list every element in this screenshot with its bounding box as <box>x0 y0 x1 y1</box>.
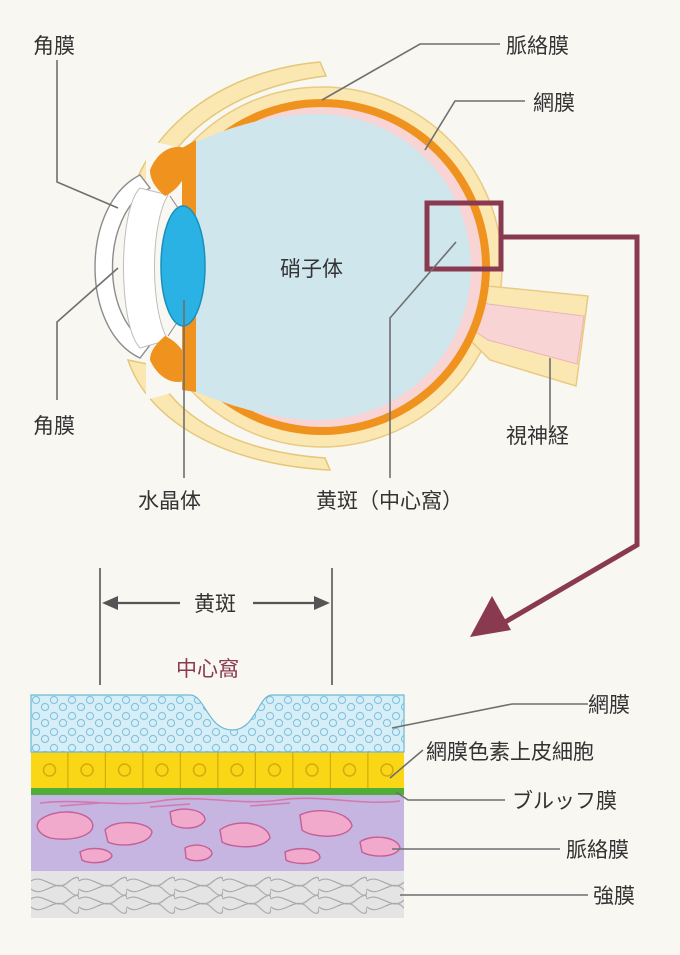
label-layer-rpe: 網膜色素上皮細胞 <box>426 740 594 764</box>
iris-upper <box>150 146 190 196</box>
label-macula-fovea: 黄斑（中心窩） <box>316 489 463 513</box>
label-retina: 網膜 <box>533 91 575 115</box>
zoom-arrow-line <box>498 234 640 628</box>
vitreous-front <box>196 114 318 420</box>
layer-retina <box>30 694 405 753</box>
zoom-arrow-head <box>470 596 511 637</box>
label-choroid: 脈絡膜 <box>506 34 569 58</box>
label-cornea-upper: 角膜 <box>33 34 75 58</box>
label-layer-retina: 網膜 <box>588 693 630 717</box>
layer-sclera <box>31 871 404 918</box>
macula-dimension <box>99 568 333 685</box>
label-macula-span: 黄斑 <box>194 592 236 616</box>
label-vitreous-body: 硝子体 <box>280 257 343 281</box>
eye-cross-section <box>94 61 640 637</box>
iris-lower <box>150 336 190 382</box>
layer-bruch-membrane <box>31 788 404 795</box>
anterior-chamber <box>123 187 169 349</box>
label-layer-bruch: ブルッフ膜 <box>512 789 617 813</box>
label-layer-choroid: 脈絡膜 <box>566 838 629 862</box>
label-cornea-lower: 角膜 <box>33 414 75 438</box>
layer-leader-lines <box>389 703 588 896</box>
label-optic-nerve: 視神経 <box>506 424 569 448</box>
lens <box>160 205 206 327</box>
label-layer-sclera: 強膜 <box>593 884 635 908</box>
retina-layer-section <box>30 694 405 918</box>
choroid-vessels <box>36 808 401 865</box>
layer-rpe <box>31 752 404 788</box>
cornea <box>94 174 152 359</box>
choroid-vessel-lines <box>39 797 401 808</box>
eye-leader-lines <box>56 43 551 478</box>
label-lens: 水晶体 <box>138 489 201 513</box>
label-fovea: 中心窩 <box>176 657 239 681</box>
